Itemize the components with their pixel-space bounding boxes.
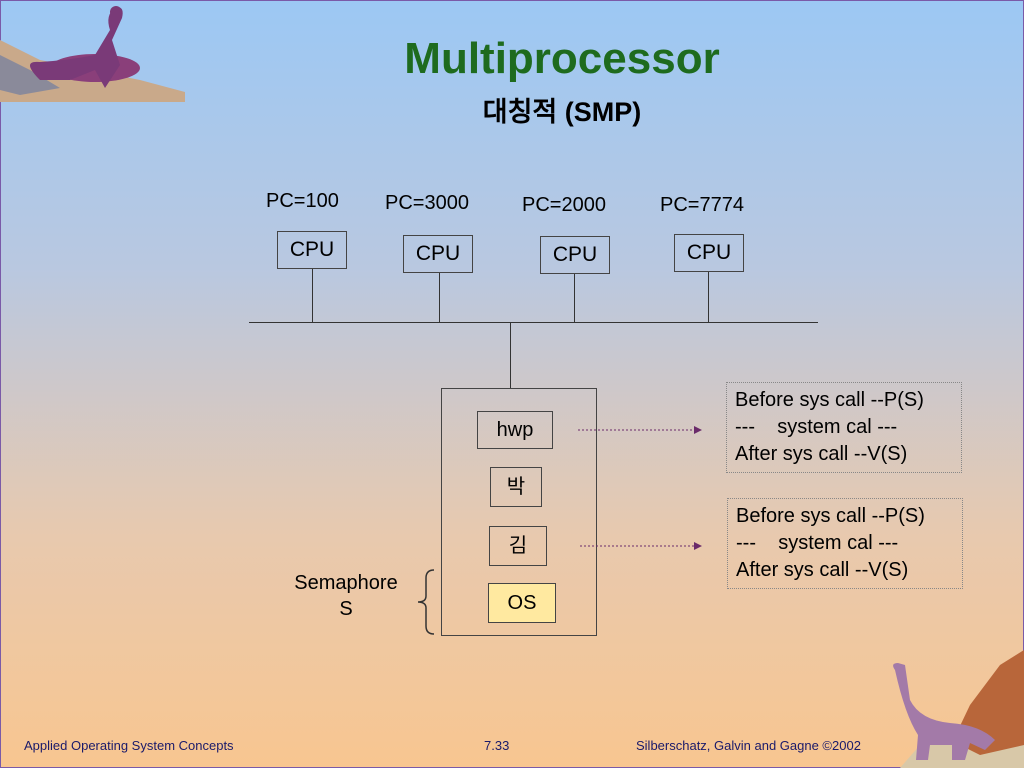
slide-subtitle: 대칭적 (SMP): [482, 97, 642, 127]
cpu-connector-2: [439, 273, 440, 323]
pc-label-4: PC=7774: [660, 194, 744, 216]
cpu-box-2: CPU: [403, 235, 473, 273]
process-kim: 김: [489, 526, 547, 566]
semaphore-label: Semaphore S: [282, 570, 410, 622]
system-bus: [249, 322, 818, 323]
note1-line3: After sys call --V(S): [735, 443, 908, 465]
process-os: OS: [488, 583, 556, 623]
process-park: 박: [490, 467, 542, 507]
cpu-connector-4: [708, 272, 709, 323]
cpu-box-3: CPU: [540, 236, 610, 274]
footer-course: Applied Operating System Concepts: [24, 738, 234, 753]
slide-title: Multiprocessor: [404, 34, 720, 83]
semaphore-label-line2: S: [339, 598, 353, 620]
pc-label-3: PC=2000: [522, 194, 606, 216]
memory-box: [441, 388, 597, 636]
cpu-connector-3: [574, 274, 575, 323]
arrow-kim-to-note: [580, 542, 702, 550]
note2-line1: Before sys call --P(S): [736, 505, 925, 527]
note2-line2: --- system cal ---: [736, 532, 899, 554]
syscall-note-2: Before sys call --P(S) --- system cal --…: [727, 498, 963, 589]
pc-label-2: PC=3000: [385, 192, 469, 214]
note2-line3: After sys call --V(S): [736, 559, 909, 581]
dinosaur-illustration-bottom-right: [893, 650, 1024, 768]
note1-line2: --- system cal ---: [735, 416, 898, 438]
footer-copyright: Silberschatz, Galvin and Gagne ©2002: [636, 738, 861, 753]
memory-connector: [510, 322, 511, 388]
footer-page-number: 7.33: [484, 738, 510, 753]
syscall-note-1: Before sys call --P(S) --- system cal --…: [726, 382, 962, 473]
cpu-box-1: CPU: [277, 231, 347, 269]
pc-label-1: PC=100: [266, 190, 339, 212]
dinosaur-illustration-top-left: [0, 6, 185, 102]
cpu-connector-1: [312, 269, 313, 323]
cpu-box-4: CPU: [674, 234, 744, 272]
semaphore-label-line1: Semaphore: [294, 572, 398, 594]
arrow-hwp-to-note: [578, 426, 702, 434]
semaphore-brace: [417, 569, 435, 635]
process-hwp: hwp: [477, 411, 553, 449]
note1-line1: Before sys call --P(S): [735, 389, 924, 411]
